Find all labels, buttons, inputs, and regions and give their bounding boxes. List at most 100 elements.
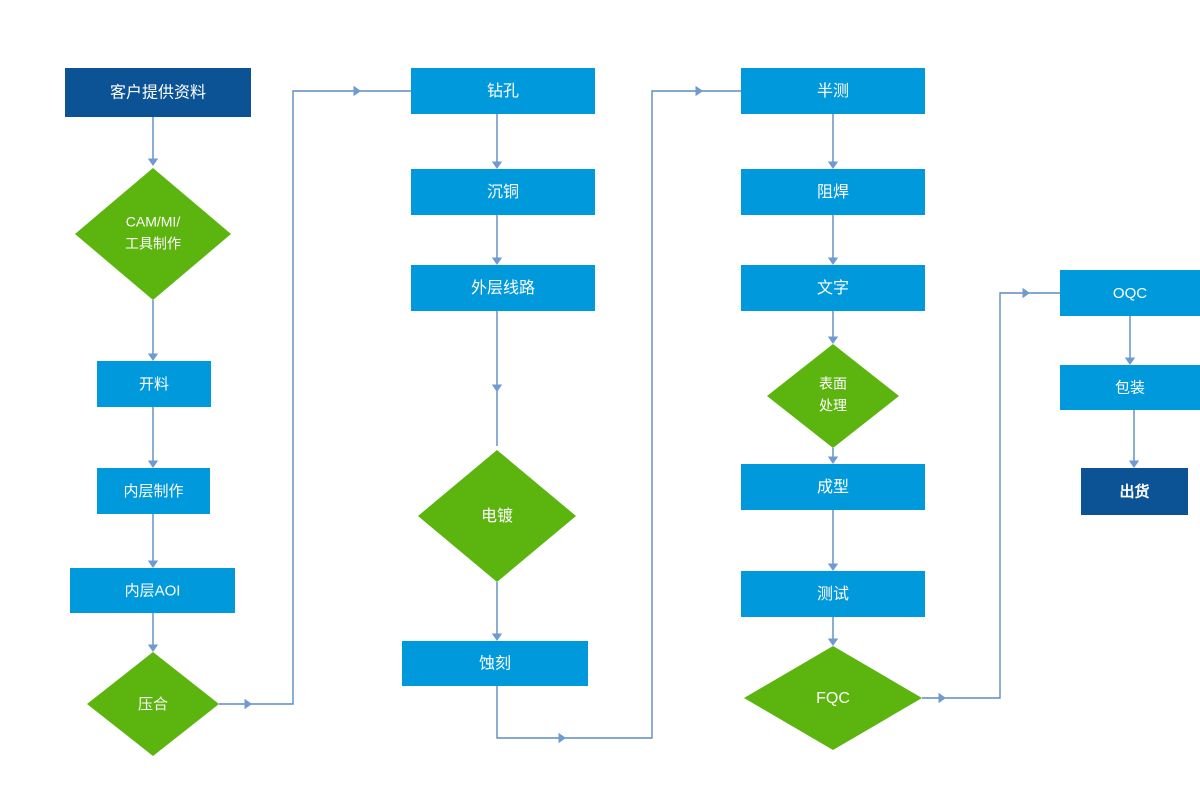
node-label: 文字: [817, 279, 849, 297]
connectors-layer: [147, 85, 1140, 744]
node-diamond[interactable]: [75, 168, 231, 300]
flow-node-n19[interactable]: OQC: [1060, 270, 1200, 316]
node-label: 成型: [817, 478, 849, 496]
flow-connector: [827, 510, 839, 571]
flow-node-n12[interactable]: 半测: [741, 68, 925, 114]
flow-connector: [147, 613, 159, 652]
connector-line: [922, 292, 1060, 699]
flow-node-n6[interactable]: 压合: [87, 652, 219, 756]
flow-connector: [827, 617, 839, 646]
flow-node-n20[interactable]: 包装: [1060, 365, 1200, 410]
arrowhead-icon: [147, 353, 159, 361]
node-label: 钻孔: [487, 82, 519, 100]
flow-node-n4[interactable]: 内层制作: [97, 468, 210, 514]
flow-node-n10[interactable]: 电镀: [418, 450, 576, 582]
flow-node-n3[interactable]: 开料: [97, 361, 211, 407]
node-rect[interactable]: [1060, 365, 1200, 410]
flow-node-n1[interactable]: 客户提供资料: [65, 68, 251, 117]
node-rect[interactable]: [741, 169, 925, 215]
flow-connector: [827, 448, 839, 464]
flow-node-n21[interactable]: 出货: [1081, 468, 1188, 515]
flow-connector: [491, 582, 503, 641]
node-label: OQC: [1113, 285, 1147, 302]
flow-connector: [219, 85, 411, 710]
node-rect[interactable]: [741, 265, 925, 311]
flow-connector: [491, 215, 503, 265]
node-label: 包装: [1115, 379, 1145, 396]
node-rect[interactable]: [741, 571, 925, 617]
flow-node-n18[interactable]: FQC: [744, 646, 922, 750]
node-rect[interactable]: [65, 68, 251, 117]
arrowhead-icon: [1124, 357, 1136, 365]
node-rect[interactable]: [741, 68, 925, 114]
flow-connector: [147, 117, 159, 166]
node-rect[interactable]: [411, 169, 595, 215]
node-rect[interactable]: [97, 361, 211, 407]
flow-connector: [491, 114, 503, 169]
arrowhead-icon: [147, 158, 159, 166]
node-label: 半测: [817, 82, 849, 100]
flow-connector: [491, 311, 503, 446]
flow-node-n8[interactable]: 沉铜: [411, 169, 595, 215]
arrowhead-icon: [558, 732, 566, 744]
flow-node-n7[interactable]: 钻孔: [411, 68, 595, 114]
arrowhead-icon: [827, 563, 839, 571]
node-label: 开料: [139, 376, 169, 393]
arrowhead-icon: [147, 560, 159, 568]
node-rect[interactable]: [1081, 468, 1188, 515]
node-diamond[interactable]: [744, 646, 922, 750]
node-rect[interactable]: [70, 568, 235, 613]
flow-node-n16[interactable]: 成型: [741, 464, 925, 510]
node-rect[interactable]: [1060, 270, 1200, 316]
node-label: 蚀刻: [479, 655, 511, 673]
flow-connector: [496, 85, 741, 744]
node-label-line2: 处理: [819, 398, 847, 414]
flow-node-n13[interactable]: 阻焊: [741, 169, 925, 215]
flow-node-n14[interactable]: 文字: [741, 265, 925, 311]
arrowhead-icon: [147, 644, 159, 652]
arrowhead-icon: [1128, 460, 1140, 468]
flow-node-n2[interactable]: CAM/MI/工具制作: [75, 168, 231, 300]
arrowhead-icon: [827, 456, 839, 464]
flow-node-n11[interactable]: 蚀刻: [402, 641, 588, 686]
node-label: 外层线路: [471, 279, 535, 297]
flow-connector: [827, 215, 839, 265]
node-label: 沉铜: [487, 183, 519, 201]
flow-connector: [922, 287, 1060, 704]
flow-node-n17[interactable]: 测试: [741, 571, 925, 617]
connector-line: [219, 90, 411, 705]
node-label: FQC: [816, 690, 850, 707]
arrowhead-icon: [938, 692, 946, 704]
arrowhead-icon: [695, 85, 703, 97]
node-label: 测试: [817, 585, 849, 603]
connector-line: [496, 90, 741, 739]
flow-node-n9[interactable]: 外层线路: [411, 265, 595, 311]
node-rect[interactable]: [411, 265, 595, 311]
flow-connector: [147, 300, 159, 361]
flow-node-n5[interactable]: 内层AOI: [70, 568, 235, 613]
arrowhead-icon: [827, 257, 839, 265]
node-label: 客户提供资料: [110, 84, 206, 102]
arrowhead-icon: [827, 336, 839, 344]
flow-connector: [1128, 410, 1140, 468]
arrowhead-icon: [244, 698, 252, 710]
node-diamond[interactable]: [418, 450, 576, 582]
node-label-line1: 表面: [819, 376, 847, 392]
arrowhead-icon: [147, 460, 159, 468]
node-diamond[interactable]: [87, 652, 219, 756]
node-label: 内层制作: [123, 483, 183, 500]
node-rect[interactable]: [402, 641, 588, 686]
arrowhead-icon: [491, 257, 503, 265]
node-rect[interactable]: [741, 464, 925, 510]
node-label-line2: 工具制作: [125, 236, 181, 252]
node-diamond[interactable]: [767, 344, 899, 448]
node-rect[interactable]: [411, 68, 595, 114]
node-label: 阻焊: [817, 183, 849, 201]
node-rect[interactable]: [97, 468, 210, 514]
node-label: 电镀: [481, 507, 513, 525]
flow-connector: [1124, 316, 1136, 365]
arrowhead-icon: [491, 633, 503, 641]
flow-connector: [147, 514, 159, 568]
